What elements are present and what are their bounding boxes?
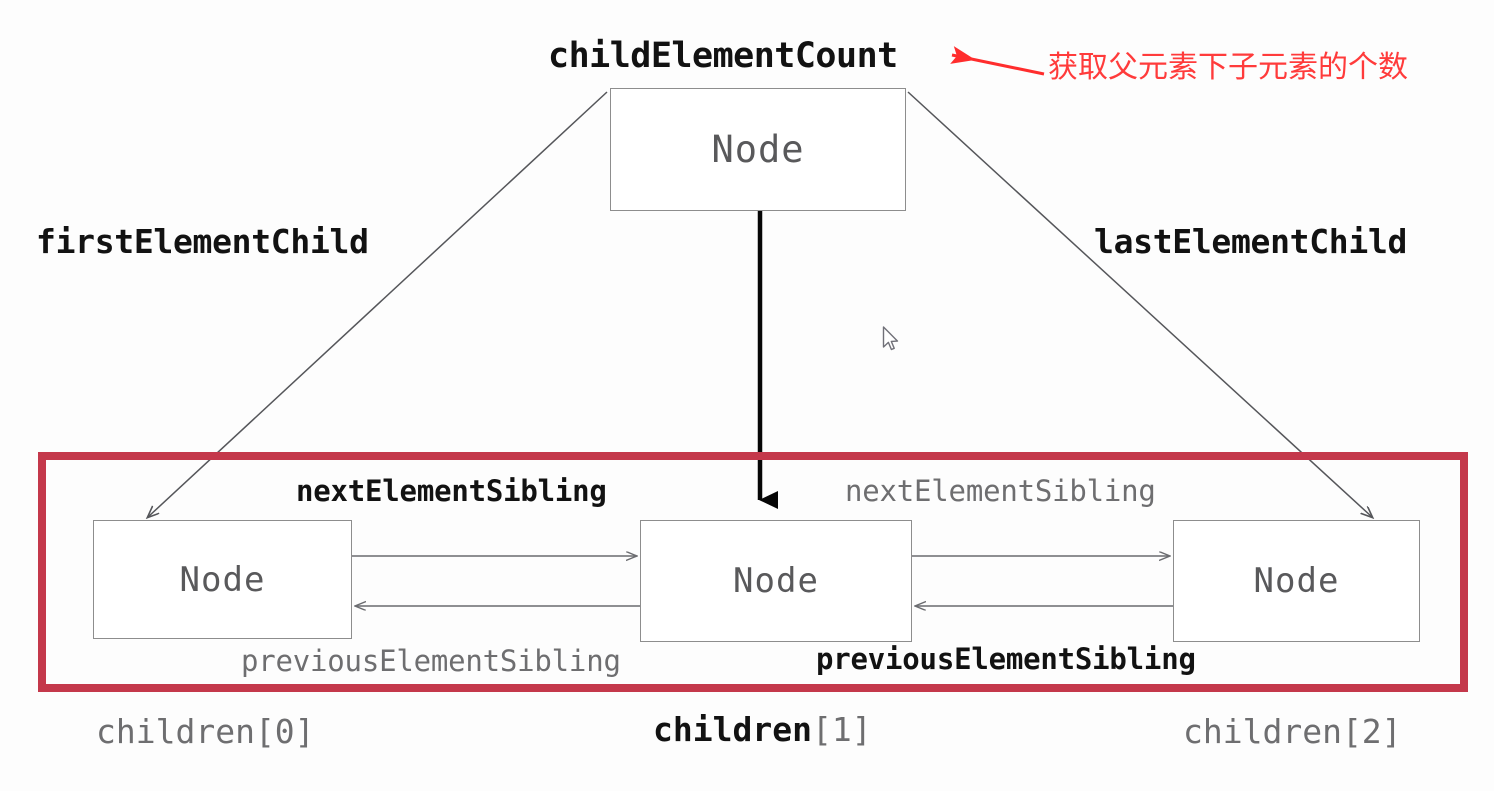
label-next-element-sibling-secondary: nextElementSibling: [845, 474, 1156, 508]
mouse-pointer-icon: [882, 326, 899, 351]
annotation-note: 获取父元素下子元素的个数: [1048, 50, 1408, 85]
label-child-element-count: childElementCount: [548, 36, 898, 76]
children-highlight-frame: [38, 452, 1468, 692]
label-previous-element-sibling-secondary: previousElementSibling: [241, 644, 621, 678]
annotation-arrow: [950, 46, 1045, 76]
label-children-index-2: children[2]: [1183, 712, 1402, 751]
label-children-index-value: [1]: [811, 710, 872, 749]
label-children-index-1: children[1]: [653, 710, 872, 749]
label-children-keyword: children: [653, 710, 812, 749]
node-root-label: Node: [711, 128, 805, 171]
label-last-element-child: lastElementChild: [1094, 222, 1408, 261]
label-next-element-sibling-primary: nextElementSibling: [296, 474, 607, 508]
node-child-1-label: Node: [733, 561, 819, 601]
label-first-element-child: firstElementChild: [36, 222, 369, 261]
node-box-child-2[interactable]: Node: [1173, 520, 1420, 642]
node-box-root[interactable]: Node: [610, 88, 906, 211]
label-previous-element-sibling-primary: previousElementSibling: [816, 642, 1196, 676]
node-child-2-label: Node: [1253, 561, 1340, 601]
node-box-child-1[interactable]: Node: [640, 520, 912, 642]
label-children-index-0: children[0]: [96, 712, 315, 751]
node-child-0-label: Node: [179, 559, 266, 600]
node-box-child-0[interactable]: Node: [93, 520, 352, 639]
